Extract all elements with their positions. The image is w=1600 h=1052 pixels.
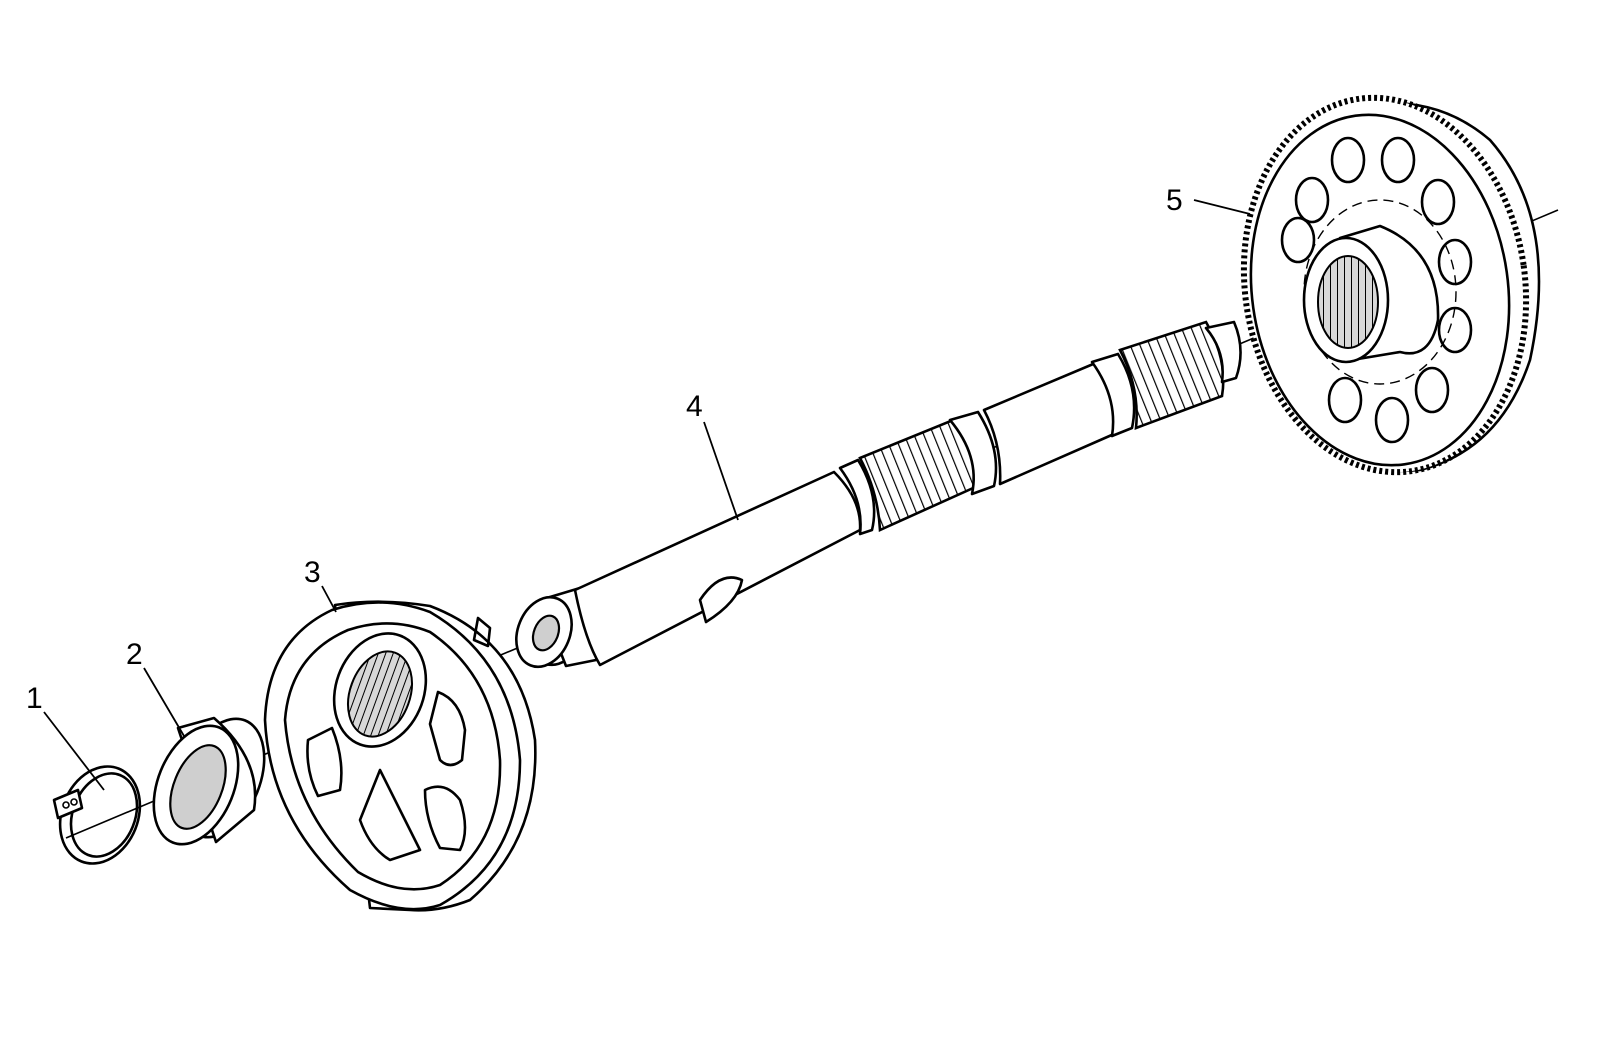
callout-5: 5 xyxy=(1166,184,1251,217)
callout-2: 2 xyxy=(126,638,185,737)
callout-label-5: 5 xyxy=(1166,184,1183,217)
part-1-snap-ring xyxy=(52,765,142,865)
callout-label-1: 1 xyxy=(26,682,43,715)
callout-label-4: 4 xyxy=(686,390,703,423)
part-4-main-shaft xyxy=(515,320,1242,669)
part-3-carrier-plate xyxy=(263,600,537,912)
callout-4: 4 xyxy=(686,390,739,521)
part-2-bearing xyxy=(152,716,266,846)
callout-label-2: 2 xyxy=(126,638,143,671)
part-5-drive-gear xyxy=(1240,94,1541,476)
callout-label-3: 3 xyxy=(304,556,321,589)
callout-1: 1 xyxy=(26,682,105,791)
callout-3: 3 xyxy=(304,556,337,613)
